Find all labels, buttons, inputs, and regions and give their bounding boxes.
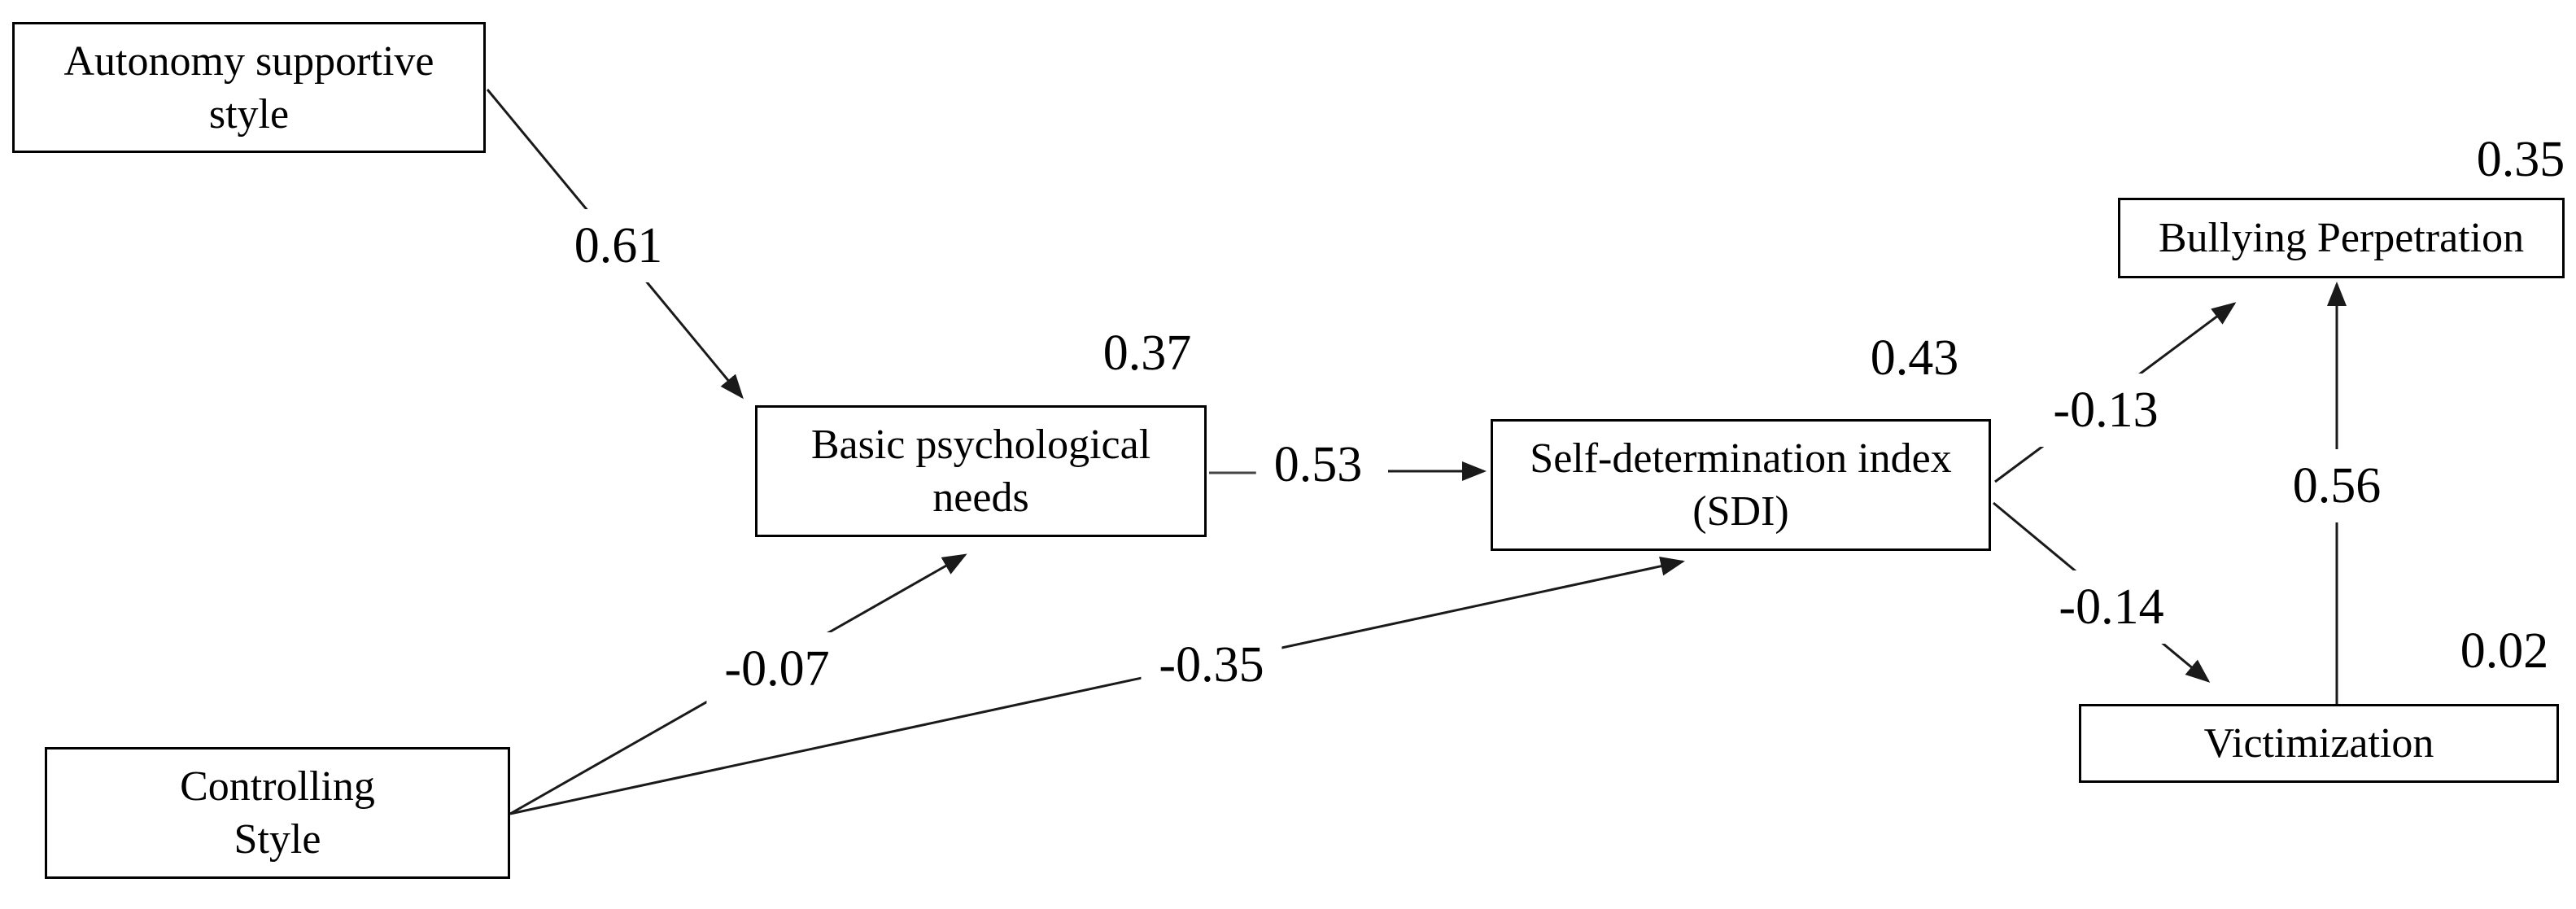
coefficient-needs-to-sdi: 0.53 — [1255, 428, 1381, 501]
node-victimization: Victimization — [2079, 704, 2559, 783]
variance-bullying: 0.35 — [2476, 132, 2565, 187]
variance-victimization: 0.02 — [2460, 623, 2549, 679]
path-controlling-to-sdi-arrow — [509, 556, 1685, 815]
node-basic-psychological-needs: Basic psychological needs — [755, 405, 1207, 537]
node-autonomy-supportive-style: Autonomy supportive style — [12, 22, 486, 153]
coefficient-controlling-to-needs: -0.07 — [706, 632, 848, 706]
coefficient-sdi-to-bullying: -0.13 — [2035, 374, 2177, 447]
coefficient-victimization-to-bullying: 0.56 — [2274, 449, 2399, 522]
variance-sdi: 0.43 — [1870, 330, 1959, 386]
coefficient-autonomy-to-needs: 0.61 — [556, 209, 681, 282]
node-bullying-perpetration: Bullying Perpetration — [2118, 198, 2565, 278]
variance-basic-needs: 0.37 — [1102, 326, 1192, 381]
coefficient-sdi-to-victimization: -0.14 — [2041, 570, 2182, 644]
node-controlling-style: Controlling Style — [45, 747, 510, 879]
coefficient-controlling-to-sdi: -0.35 — [1141, 628, 1282, 701]
node-self-determination-index: Self-determination index (SDI) — [1491, 419, 1991, 551]
